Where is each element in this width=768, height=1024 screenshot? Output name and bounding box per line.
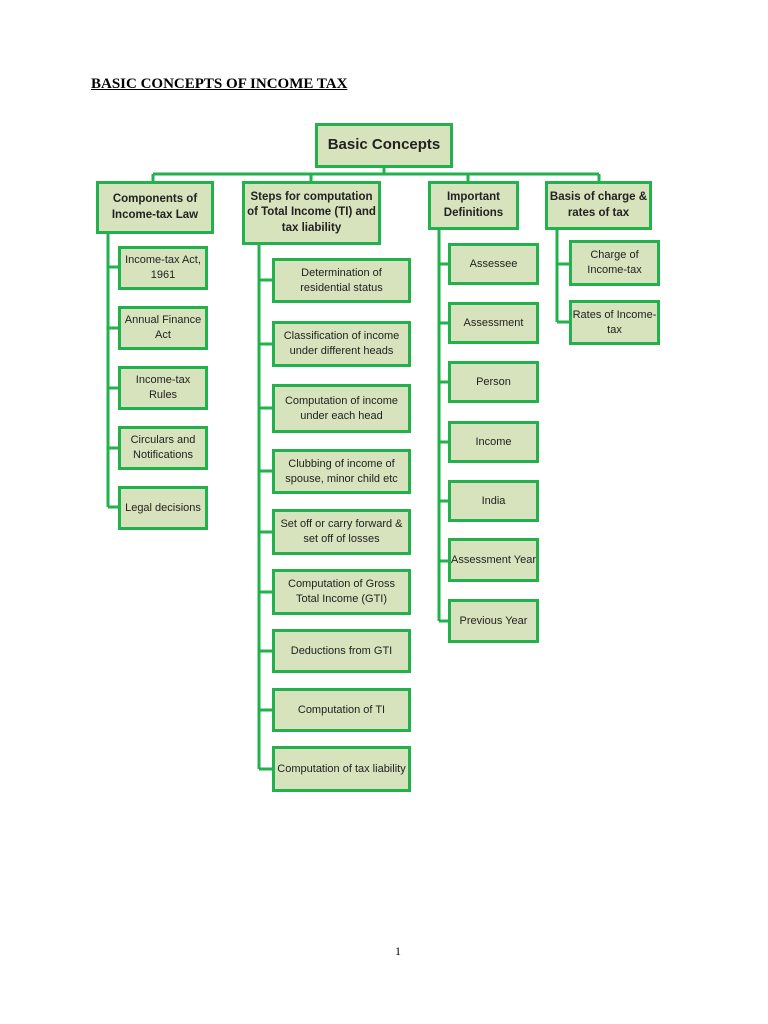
node-assessment: Assessment xyxy=(448,302,539,344)
node-person: Person xyxy=(448,361,539,403)
node-definitions-heading: Important Definitions xyxy=(428,181,519,230)
node-income-tax-act: Income-tax Act, 1961 xyxy=(118,246,208,290)
page-number: 1 xyxy=(395,944,401,958)
node-income: Income xyxy=(448,421,539,463)
root-node: Basic Concepts xyxy=(315,123,453,168)
node-computation-ti: Computation of TI xyxy=(272,688,411,732)
node-residential-status: Determination of residential status xyxy=(272,258,411,303)
node-charge-of-income-tax: Charge of Income-tax xyxy=(569,240,660,286)
node-assessment-year: Assessment Year xyxy=(448,538,539,582)
node-annual-finance-act: Annual Finance Act xyxy=(118,306,208,350)
node-clubbing-of-income: Clubbing of income of spouse, minor chil… xyxy=(272,449,411,494)
node-india: India xyxy=(448,480,539,522)
node-legal-decisions: Legal decisions xyxy=(118,486,208,530)
node-assessee: Assessee xyxy=(448,243,539,285)
node-set-off-losses: Set off or carry forward & set off of lo… xyxy=(272,509,411,555)
node-computation-gti: Computation of Gross Total Income (GTI) xyxy=(272,569,411,615)
node-circulars-notifications: Circulars and Notifications xyxy=(118,426,208,470)
node-computation-tax-liability: Computation of tax liability xyxy=(272,746,411,792)
node-income-tax-rules: Income-tax Rules xyxy=(118,366,208,410)
node-rates-of-income-tax: Rates of Income-tax xyxy=(569,300,660,345)
node-classification-of-income: Classification of income under different… xyxy=(272,321,411,367)
node-computation-each-head: Computation of income under each head xyxy=(272,384,411,433)
node-deductions-from-gti: Deductions from GTI xyxy=(272,629,411,673)
node-components-heading: Components of Income-tax Law xyxy=(96,181,214,234)
node-steps-heading: Steps for computation of Total Income (T… xyxy=(242,181,381,245)
page-title: BASIC CONCEPTS OF INCOME TAX xyxy=(91,76,348,92)
node-previous-year: Previous Year xyxy=(448,599,539,643)
node-basis-heading: Basis of charge & rates of tax xyxy=(545,181,652,230)
